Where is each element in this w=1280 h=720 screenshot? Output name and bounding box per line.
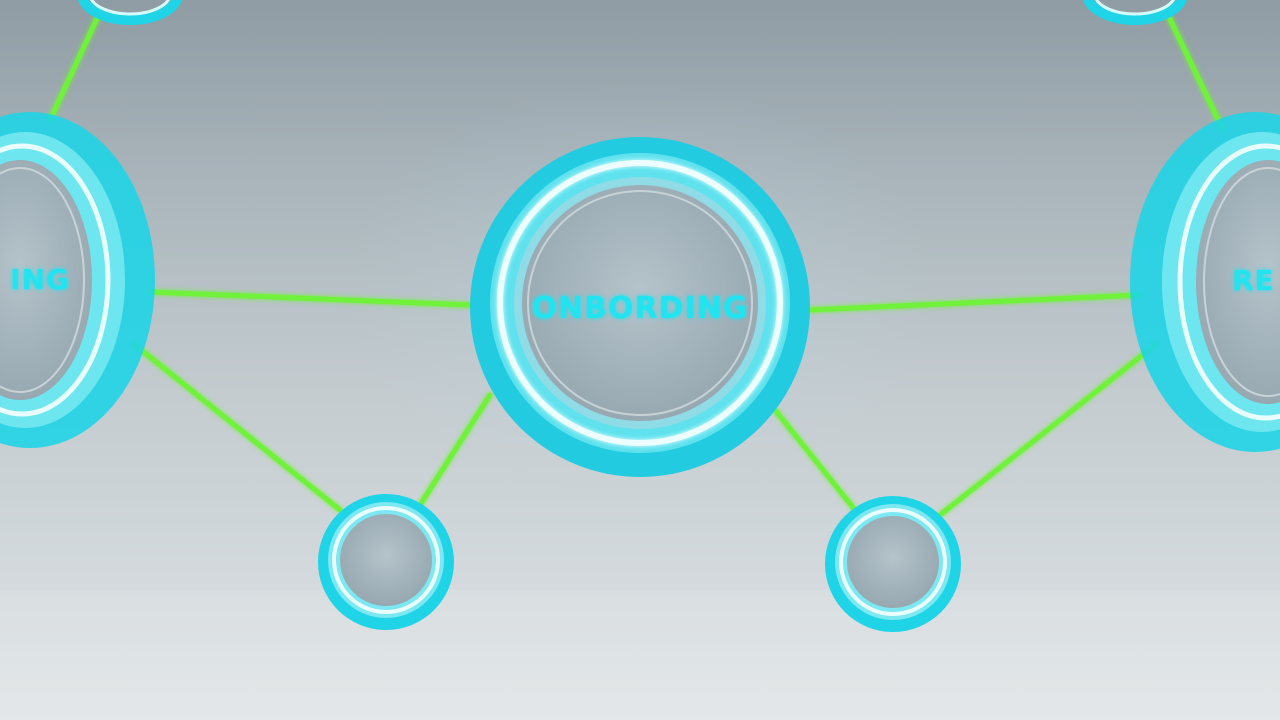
center-node-label: ONBORDING bbox=[532, 291, 749, 326]
top-right-node bbox=[1083, 0, 1187, 25]
small-node-right bbox=[825, 496, 961, 632]
link-center-left bbox=[147, 289, 473, 308]
link-left-top bbox=[47, 9, 103, 123]
link-right-small-right bbox=[937, 342, 1158, 518]
link-center-small-left bbox=[417, 392, 493, 508]
small-node-left bbox=[318, 494, 454, 630]
top-left-node bbox=[78, 0, 182, 25]
link-left-small-left bbox=[132, 342, 343, 513]
right-large-node: RE bbox=[1130, 112, 1280, 452]
link-center-right bbox=[807, 292, 1143, 313]
connector-links bbox=[47, 9, 1225, 518]
left-large-node: ING bbox=[0, 112, 155, 448]
link-center-small-right bbox=[772, 407, 858, 513]
center-node: ONBORDING bbox=[470, 137, 810, 477]
right-node-label: RE bbox=[1232, 264, 1275, 297]
floor-plane bbox=[0, 590, 1280, 720]
link-right-top bbox=[1165, 12, 1225, 131]
left-node-label: ING bbox=[10, 263, 70, 296]
